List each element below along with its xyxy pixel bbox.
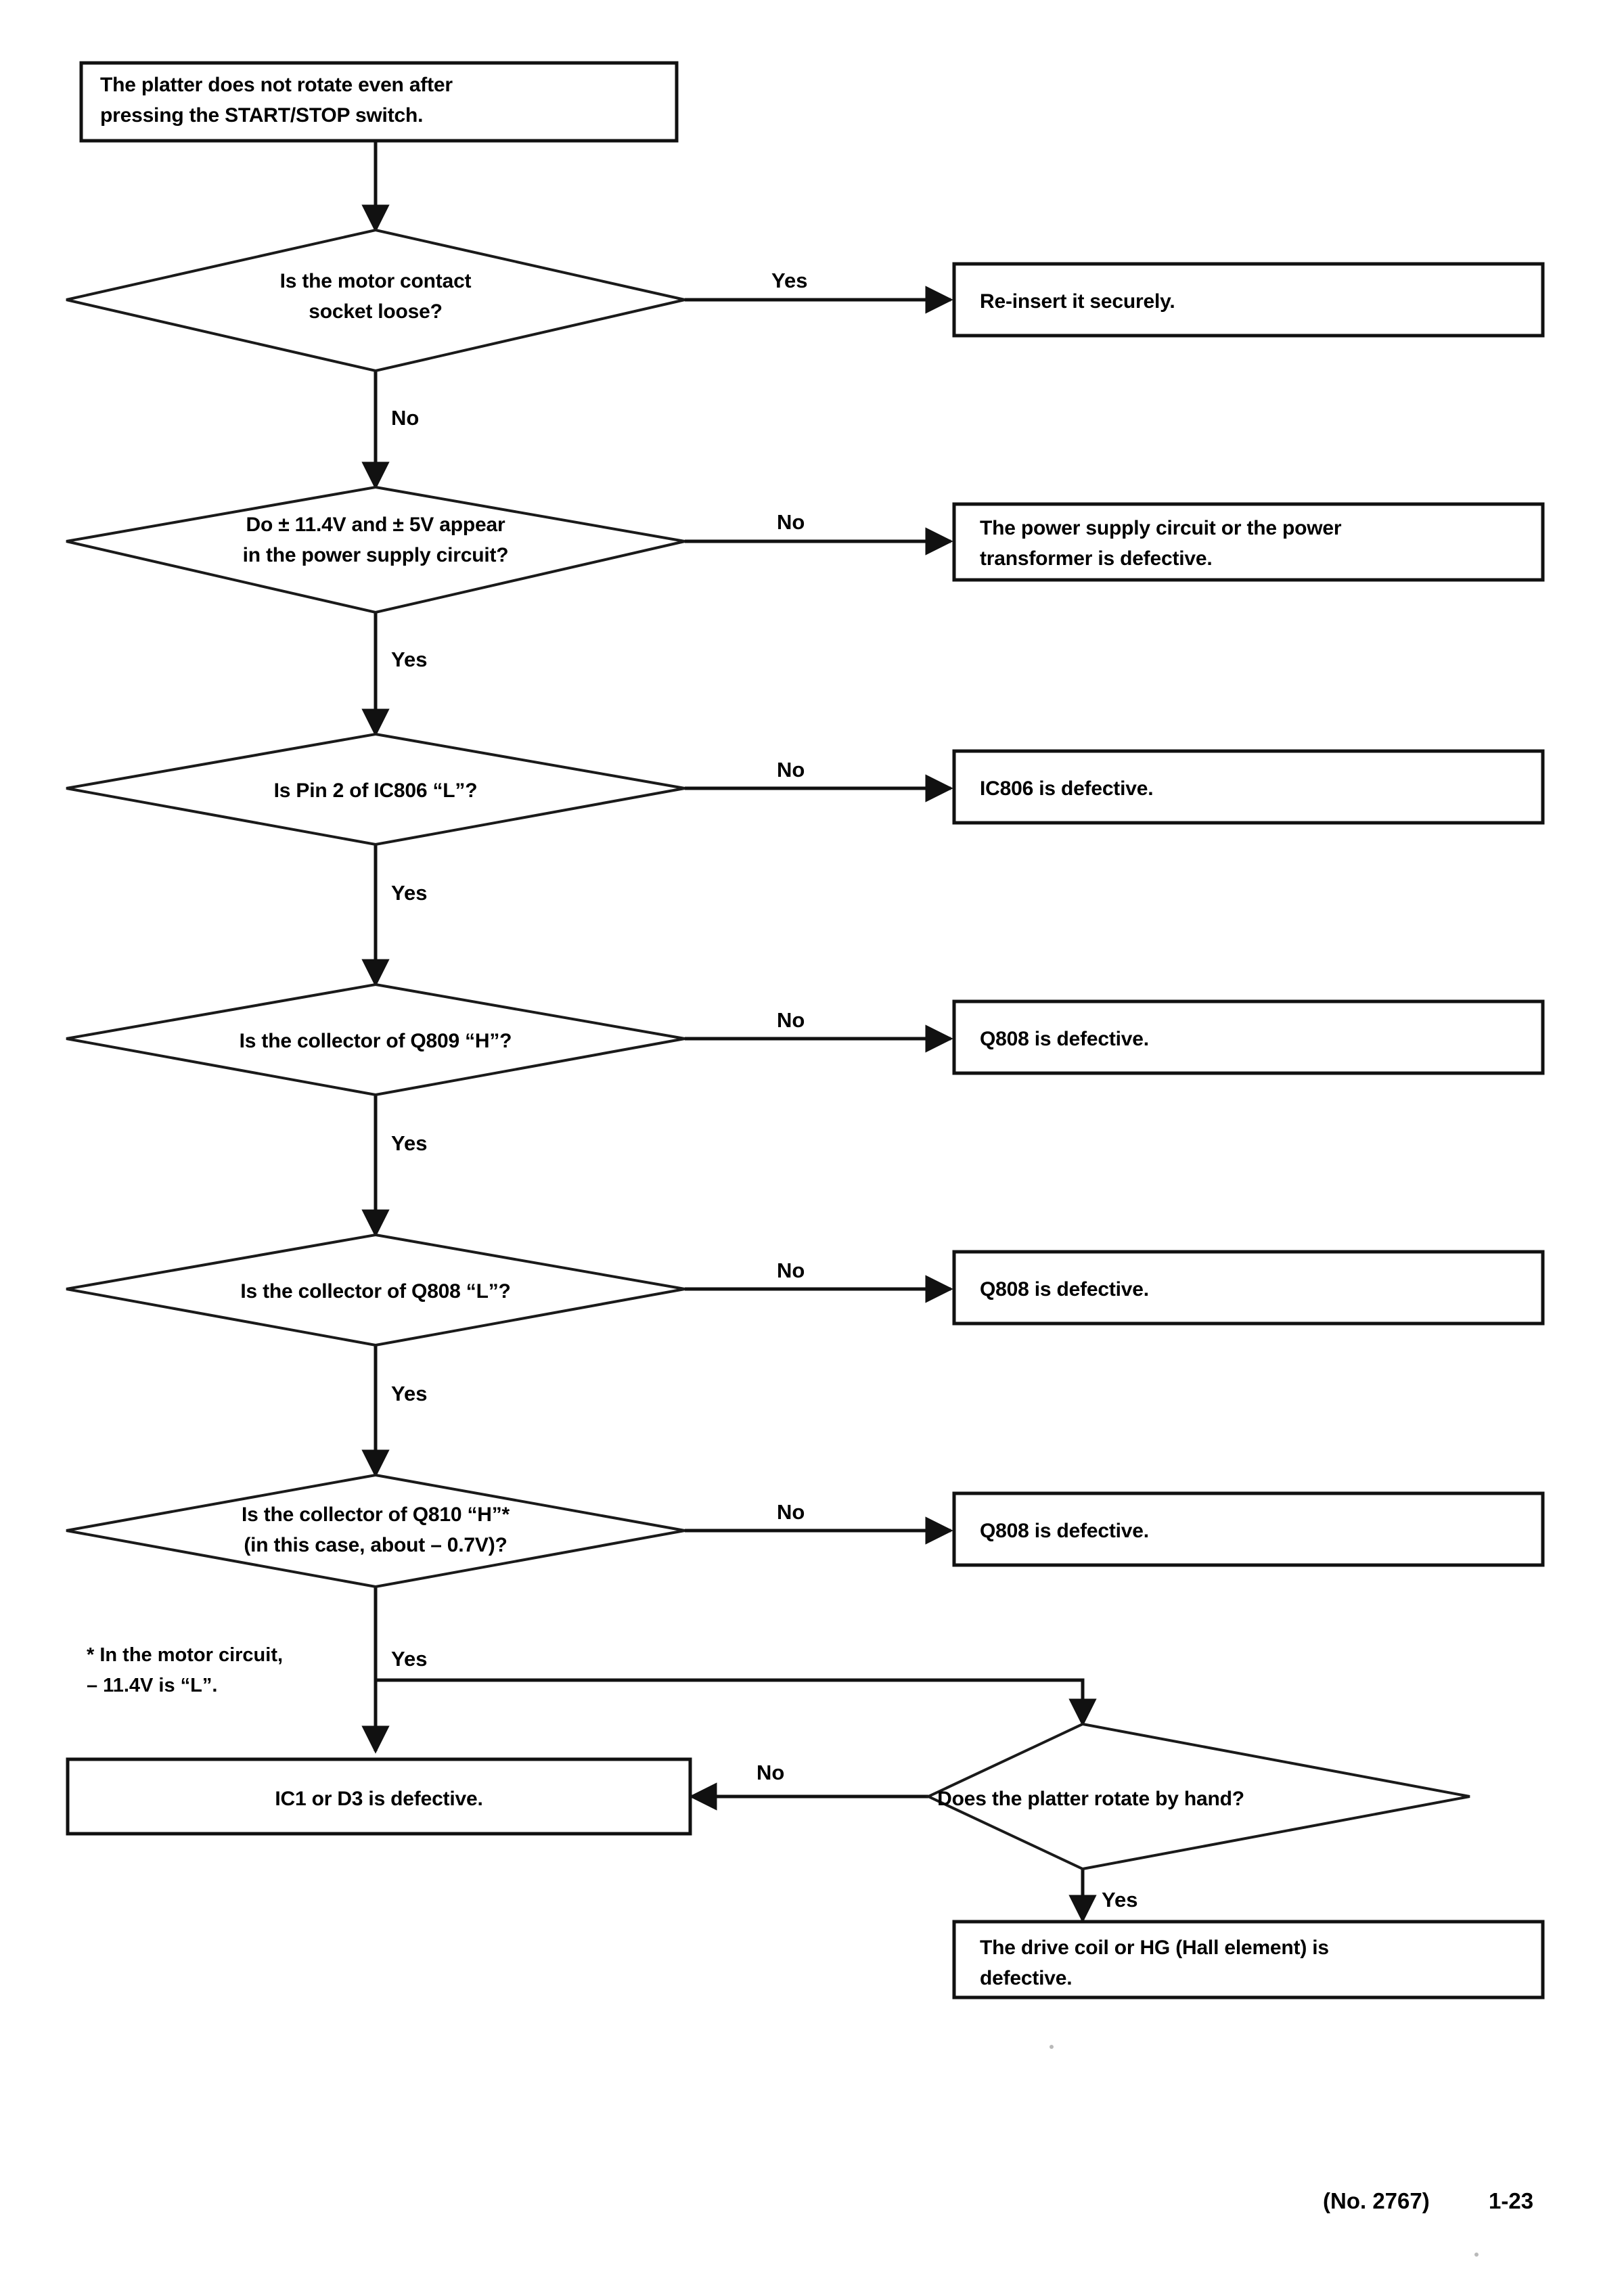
edge-label-d5-no: No <box>777 1259 805 1282</box>
d2-diamond-shape <box>66 485 685 614</box>
node-result-q808-defective-a: Q808 is defective. <box>952 999 1545 1075</box>
edge-label-d4-yes: Yes <box>391 1131 427 1155</box>
d2-label-line1: Do ± 11.4V and ± 5V appear <box>246 514 505 536</box>
node-decision-q808-collector: Is the collector of Q808 “L”? <box>66 1233 685 1347</box>
edge-label-d7-no: No <box>757 1761 784 1784</box>
r8-box-shape <box>952 1920 1545 1999</box>
scan-speck-b <box>1474 2253 1479 2257</box>
edge-label-d7-yes: Yes <box>1102 1888 1137 1912</box>
edge-label-d3-yes: Yes <box>391 881 427 905</box>
node-result-ic806-defective: IC806 is defective. <box>952 749 1545 825</box>
edge-label-d5-yes: Yes <box>391 1382 427 1405</box>
d6-label-line1: Is the collector of Q810 “H”* <box>242 1504 510 1526</box>
footnote-line1: * In the motor circuit, <box>87 1644 283 1666</box>
node-decision-platter-rotate-by-hand: Does the platter rotate by hand? <box>925 1722 1470 1871</box>
r2-box-shape <box>952 502 1545 582</box>
edge-label-d1-no: No <box>391 406 419 430</box>
footnote-line2: – 11.4V is “L”. <box>87 1675 217 1696</box>
start-label-line2: pressing the START/STOP switch. <box>100 104 423 127</box>
d5-diamond-shape <box>66 1233 685 1347</box>
page-footer: (No. 2767) 1-23 <box>1323 2188 1533 2213</box>
node-start: The platter does not rotate even after p… <box>79 61 679 143</box>
r8-label-line2: defective. <box>980 1967 1072 1989</box>
edge-label-d2-yes: Yes <box>391 648 427 671</box>
node-decision-ic806-pin2: Is Pin 2 of IC806 “L”? <box>66 732 685 846</box>
node-decision-power-supply-voltages: Do ± 11.4V and ± 5V appear in the power … <box>66 485 685 614</box>
d4-label-line1: Is the collector of Q809 “H”? <box>240 1030 512 1052</box>
edge-label-d6-no: No <box>777 1500 805 1524</box>
r2-label-line2: transformer is defective. <box>980 547 1212 570</box>
connector-d6-yes-branch-to-d7 <box>376 1678 1097 1727</box>
r5-label-line1: Q808 is defective. <box>980 1278 1149 1301</box>
d7-diamond-shape <box>925 1722 1470 1871</box>
d1-label-line2: socket loose? <box>309 300 442 323</box>
edge-label-d4-no: No <box>777 1008 805 1032</box>
r3-box-shape <box>952 749 1545 825</box>
r4-box-shape <box>952 999 1545 1075</box>
edge-label-d6-yes: Yes <box>391 1647 427 1671</box>
d1-label-line1: Is the motor contact <box>280 270 472 292</box>
d3-label-line1: Is Pin 2 of IC806 “L”? <box>274 779 478 802</box>
r2-label-line1: The power supply circuit or the power <box>980 517 1342 539</box>
node-decision-q810-collector: Is the collector of Q810 “H”* (in this c… <box>66 1473 685 1589</box>
d2-label-line2: in the power supply circuit? <box>243 544 509 566</box>
footer-page-number: 1-23 <box>1489 2188 1533 2213</box>
r1-box-shape <box>952 262 1545 338</box>
node-result-q808-defective-c: Q808 is defective. <box>952 1491 1545 1567</box>
edge-label-d1-yes: Yes <box>771 269 807 292</box>
r3-label-line1: IC806 is defective. <box>980 777 1153 800</box>
r7-label-line1: IC1 or D3 is defective. <box>275 1788 482 1810</box>
footer-publication-number: (No. 2767) <box>1323 2188 1430 2213</box>
node-decision-q809-collector: Is the collector of Q809 “H”? <box>66 982 685 1097</box>
r1-label-line1: Re-insert it securely. <box>980 290 1175 313</box>
r6-box-shape <box>952 1491 1545 1567</box>
edge-label-d3-no: No <box>777 758 805 782</box>
r6-label-line1: Q808 is defective. <box>980 1520 1149 1542</box>
start-box-shape <box>79 61 679 143</box>
r5-box-shape <box>952 1250 1545 1326</box>
r4-label-line1: Q808 is defective. <box>980 1028 1149 1050</box>
node-result-power-supply-defective: The power supply circuit or the power tr… <box>952 502 1545 582</box>
start-label-line1: The platter does not rotate even after <box>100 74 453 96</box>
d5-label-line1: Is the collector of Q808 “L”? <box>240 1280 510 1303</box>
d7-label-line1: Does the platter rotate by hand? <box>937 1788 1244 1810</box>
scan-speck-a <box>1050 2045 1054 2049</box>
node-result-drive-coil-or-hall-defective: The drive coil or HG (Hall element) is d… <box>952 1920 1545 1999</box>
d6-diamond-shape <box>66 1473 685 1589</box>
node-result-reinsert: Re-insert it securely. <box>952 262 1545 338</box>
d3-diamond-shape <box>66 732 685 846</box>
footnote: * In the motor circuit, – 11.4V is “L”. <box>87 1644 283 1696</box>
edge-label-d2-no: No <box>777 510 805 534</box>
d1-diamond-shape <box>66 228 685 373</box>
node-result-q808-defective-b: Q808 is defective. <box>952 1250 1545 1326</box>
r7-box-shape <box>66 1757 692 1836</box>
node-decision-motor-contact-socket: Is the motor contact socket loose? <box>66 228 685 373</box>
node-result-ic1-or-d3-defective: IC1 or D3 is defective. <box>66 1757 692 1836</box>
d6-label-line2: (in this case, about – 0.7V)? <box>244 1534 507 1556</box>
r8-label-line1: The drive coil or HG (Hall element) is <box>980 1937 1329 1959</box>
d4-diamond-shape <box>66 982 685 1097</box>
